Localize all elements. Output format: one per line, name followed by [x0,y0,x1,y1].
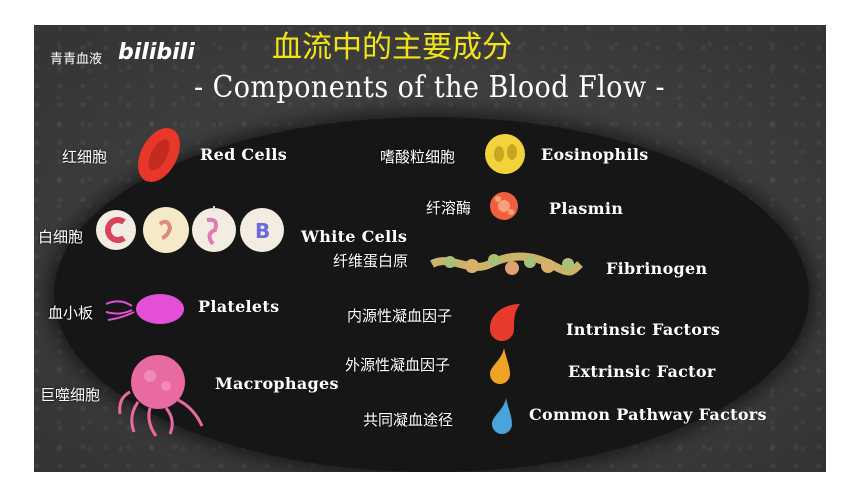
plasmin-en-label: Plasmin [549,199,624,218]
common-pathway-en-label: Common Pathway Factors [529,405,767,424]
bilibili-logo: bilibili [118,40,195,65]
fibrinogen-icon [430,252,583,276]
intrinsic-en-label: Intrinsic Factors [566,320,721,339]
platelets-en-label: Platelets [198,297,280,316]
fibrinogen-en-label: Fibrinogen [606,259,708,278]
eosinophils-cn-label: 嗜酸粒细胞 [380,148,456,166]
platelet-icon [105,294,184,324]
title-english: - Components of the Blood Flow - [194,70,666,105]
channel-watermark: 青青血液 [50,52,103,67]
blood-vessel-oval [54,117,809,472]
platelets-cn-label: 血小板 [48,304,94,322]
plasmin-cn-label: 纤溶酶 [426,199,472,217]
extrinsic-cn-label: 外源性凝血因子 [345,356,451,374]
intrinsic-cn-label: 内源性凝血因子 [347,307,453,325]
video-frame [34,25,826,472]
svg-text:B: B [255,219,270,243]
red-cells-cn-label: 红细胞 [62,148,108,166]
blue-drop-icon [492,398,512,434]
fibrinogen-cn-label: 纤维蛋白原 [333,252,409,270]
macrophages-cn-label: 巨噬细胞 [40,386,101,404]
macrophage-icon [118,355,204,437]
title-chinese: 血流中的主要成分 [272,30,512,65]
plasmin-icon [490,192,518,220]
eosinophil-icon [485,134,525,174]
white-blood-cell-icon: B [96,206,284,253]
common-pathway-cn-label: 共同凝血途径 [363,411,454,429]
eosinophils-en-label: Eosinophils [541,145,649,164]
red-drop-icon [489,304,520,342]
macrophages-en-label: Macrophages [215,374,339,393]
extrinsic-en-label: Extrinsic Factor [568,362,716,381]
red-cells-en-label: Red Cells [200,145,288,164]
white-cells-cn-label: 白细胞 [38,228,84,246]
orange-drop-icon [490,348,510,384]
white-cells-en-label: White Cells [301,227,408,246]
red-blood-cell-icon [138,128,180,182]
